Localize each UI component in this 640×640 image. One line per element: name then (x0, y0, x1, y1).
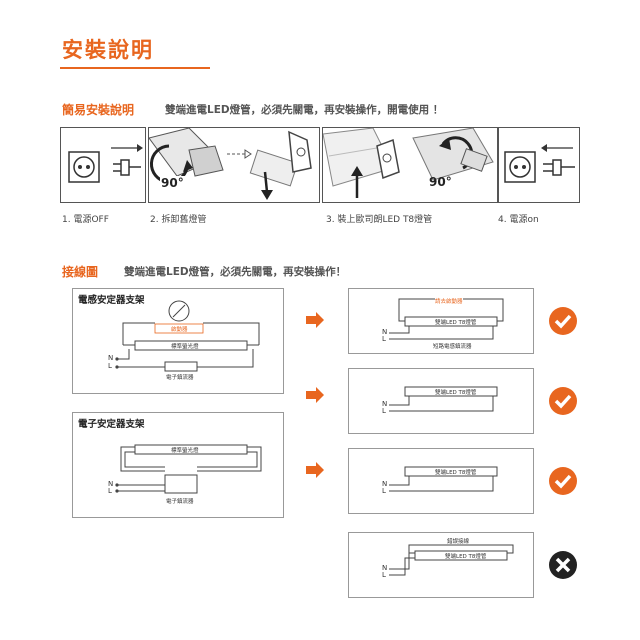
wiring-heading: 接線圖 (62, 265, 99, 279)
step-4-angle: 90° (429, 175, 452, 189)
result-4-top-label: 錯誤接線 (447, 539, 470, 545)
step-remove-tube-panel: 90° (148, 127, 320, 203)
electronic-title: 電子安定器支架 (78, 419, 145, 430)
check-icon (549, 307, 577, 335)
result-3-l: L (382, 487, 386, 495)
electronic-l-label: L (108, 487, 112, 495)
electronic-ballast-label: 電子鎮流器 (166, 499, 194, 505)
install-tube-illustration: 90° (323, 128, 494, 198)
electronic-wiring-svg (115, 444, 262, 494)
result-3-n: N (382, 480, 388, 488)
step-4-caption: 4. 電源on (498, 215, 539, 225)
electronic-n-label: N (108, 480, 114, 488)
result-3-wiring (389, 466, 498, 492)
inductive-ballast-label: 電子鎮流器 (166, 375, 194, 381)
inductive-l-label: L (108, 362, 112, 370)
arrow-right-icon (306, 462, 324, 478)
check-icon (549, 467, 577, 495)
step-2-caption: 2. 拆卸舊燈管 (150, 215, 207, 225)
step-power-on-panel (498, 127, 580, 203)
result-panel-4: 錯誤接線 雙端LED T8燈管 N L (348, 532, 534, 598)
wiring-note: 雙端進電LED燈管，必須先關電，再安裝操作！ (124, 266, 347, 278)
step-2-angle: 90° (160, 176, 185, 190)
remove-tube-illustration: 90° (149, 128, 312, 200)
result-1-tube-label: 雙端LED T8燈管 (435, 320, 477, 326)
simple-install-note: 雙端進電LED燈管，必須先關電，再安裝操作，開電使用 ！ (165, 104, 444, 116)
result-2-wiring (389, 386, 498, 412)
arrow-right-icon (306, 312, 324, 328)
cross-icon (549, 551, 577, 579)
result-2-l: L (382, 407, 386, 415)
step-install-tube-panel: 90° (322, 127, 498, 203)
simple-install-heading: 簡易安裝說明 (62, 103, 135, 117)
inductive-starter-label: 啟動器 (171, 327, 188, 333)
result-1-bottom-label: 短路電感鎮流器 (433, 344, 472, 350)
result-panel-1: 請去啟動器 雙端LED T8燈管 短路電感鎮流器 N L (348, 288, 534, 354)
result-panel-2: 雙端LED T8燈管 N L (348, 368, 534, 434)
socket-plug-icon (68, 144, 143, 183)
result-4-wiring (389, 544, 514, 576)
check-icon (549, 387, 577, 415)
result-2-n: N (382, 400, 388, 408)
result-panel-3: 雙端LED T8燈管 N L (348, 448, 534, 514)
result-1-l: L (382, 335, 386, 343)
result-1-n: N (382, 328, 388, 336)
result-4-l: L (382, 571, 386, 579)
inductive-tube-label: 標準螢光燈 (171, 344, 199, 350)
electronic-ballast-diagram: 電子安定器支架 標準螢光燈 電子鎮流器 N L (72, 412, 284, 518)
inductive-n-label: N (108, 354, 114, 362)
arrow-right-icon (306, 387, 324, 403)
result-2-tube-label: 雙端LED T8燈管 (435, 390, 477, 396)
inductive-ballast-diagram: 電感安定器支架 啟動器 標準螢光燈 電子鎮流器 N L (72, 288, 284, 394)
step-1-caption: 1. 電源OFF (62, 215, 109, 225)
socket-plug-on-icon (504, 144, 575, 183)
result-1-wiring (389, 298, 504, 340)
result-3-tube-label: 雙端LED T8燈管 (435, 470, 477, 476)
electronic-tube-label: 標準螢光燈 (171, 448, 199, 454)
inductive-title: 電感安定器支架 (78, 295, 145, 306)
step-3-caption: 3. 裝上歐司朗LED T8燈管 (326, 215, 433, 225)
result-4-tube-label: 雙端LED T8燈管 (445, 554, 487, 560)
result-1-top-label: 請去啟動器 (435, 297, 463, 305)
title-underline (60, 67, 210, 69)
page-title: 安裝說明 (62, 38, 154, 62)
inductive-wiring-svg (115, 300, 260, 372)
step-power-off-panel (60, 127, 146, 203)
result-4-n: N (382, 564, 388, 572)
